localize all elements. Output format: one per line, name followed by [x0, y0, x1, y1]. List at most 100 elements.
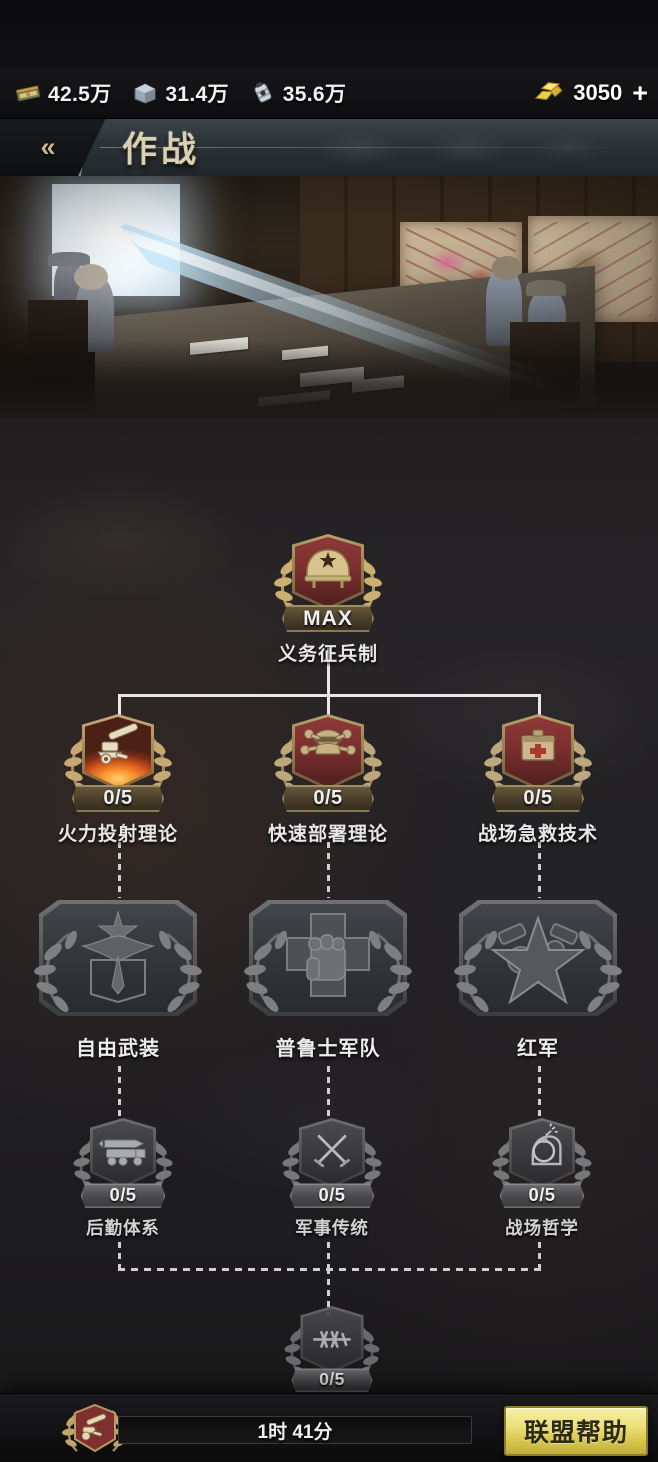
iron-fist-cross-emblem-icon [267, 902, 389, 1006]
node-level-text: 0/5 [319, 1370, 345, 1390]
node-level-text: 0/5 [523, 787, 553, 809]
connector-trunk [327, 648, 330, 696]
node-badge: 0/5 [268, 714, 388, 812]
tech-node-logistics[interactable]: 0/5 后勤体系 [68, 1118, 178, 1239]
resource-oil[interactable]: 35.6万 [249, 78, 346, 108]
medkit-icon [502, 720, 574, 776]
node-level-ribbon: 0/5 [289, 1183, 375, 1209]
title-ornament [238, 118, 658, 176]
node-badge: 0/5 [279, 1306, 385, 1393]
connector-dashed-left-2 [118, 1066, 121, 1124]
node-badge: 0/5 [478, 714, 598, 812]
tech-node-battlefield-philosophy[interactable]: 0/5 战场哲学 [487, 1118, 597, 1239]
tech-node-free-armed[interactable]: 自由武装 [23, 896, 213, 1061]
node-level-text: 0/5 [103, 787, 133, 809]
node-badge: 0/5 [58, 714, 178, 812]
laurel-wreath-grey [233, 922, 423, 1018]
connector-dashed-right [538, 842, 541, 898]
node-label: 战场急救技术 [478, 824, 599, 845]
connector-branch-right [538, 694, 541, 716]
resource-group: 42.5万 31.4万 [14, 68, 346, 118]
node-level-ribbon: 0/5 [492, 785, 584, 812]
red-star-emblem-icon [477, 902, 599, 1006]
connector-branch-mid [327, 694, 330, 716]
artillery-cannon-icon [82, 718, 154, 774]
connector-dashed-right-2 [538, 1066, 541, 1124]
connector-dashed-mid-3 [327, 1242, 330, 1270]
laurel-wreath-grey [23, 922, 213, 1018]
laurel-wreath-grey [443, 922, 633, 1018]
node-badge: 0/5 [277, 1118, 387, 1209]
node-label: 战场哲学 [505, 1219, 579, 1239]
cash-stack-icon [14, 81, 42, 105]
node-badge: 0/5 [487, 1118, 597, 1209]
resource-bar: 42.5万 31.4万 [0, 68, 658, 119]
connector-dashed-down [327, 1268, 330, 1316]
tech-node-military-tradition[interactable]: 0/5 军事传统 [277, 1118, 387, 1239]
node-label: 红军 [517, 1038, 559, 1060]
resource-oil-value: 35.6万 [282, 83, 347, 106]
tech-node-barbed-wire[interactable]: 0/5 [279, 1306, 385, 1393]
head-bomb-icon [509, 1123, 575, 1176]
resource-steel[interactable]: 31.4万 [131, 78, 228, 108]
tech-node-conscription[interactable]: MAX 义务征兵制 [268, 534, 388, 666]
faction-plaque [233, 896, 423, 1028]
node-level-text: MAX [303, 606, 353, 630]
node-level-ribbon: 0/5 [499, 1183, 585, 1209]
node-level-text: 0/5 [313, 787, 343, 809]
helmet-star-icon [292, 540, 364, 596]
node-shield [298, 1118, 366, 1188]
research-timer-text: 1时 41分 [257, 1421, 333, 1443]
faction-plaque [443, 896, 633, 1028]
node-label: 火力投射理论 [58, 824, 179, 845]
oil-barrel-icon [249, 81, 277, 105]
bottom-bar: 1时 41分 联盟帮助 [0, 1393, 658, 1462]
node-label: 军事传统 [295, 1219, 369, 1239]
node-label: 义务征兵制 [277, 644, 378, 665]
alliance-help-button[interactable]: 联盟帮助 [504, 1406, 648, 1456]
node-shield-inner [511, 1120, 573, 1186]
node-level-ribbon: 0/5 [80, 1183, 166, 1209]
faction-plaque [23, 896, 213, 1028]
add-gold-button[interactable]: + [632, 77, 648, 108]
crossed-swords-icon [299, 1124, 365, 1176]
connector-dashed-left-3 [118, 1242, 121, 1270]
barbed-wire-icon [300, 1313, 363, 1362]
tech-node-firepower[interactable]: 0/5 火力投射理论 [58, 714, 178, 846]
node-label: 自由武装 [76, 1038, 160, 1060]
node-label: 后勤体系 [86, 1219, 160, 1239]
connector-branch-left [118, 694, 121, 716]
node-level-text: 0/5 [528, 1185, 556, 1206]
connector-dashed-left [118, 842, 121, 898]
connector-dashed-right-3 [538, 1242, 541, 1270]
title-background [0, 118, 658, 176]
node-level-text: 0/5 [109, 1185, 137, 1206]
page-title: 作战 [122, 130, 201, 170]
resource-cash[interactable]: 42.5万 [14, 78, 111, 108]
war-room-illustration [0, 172, 658, 420]
node-label: 快速部署理论 [268, 824, 389, 845]
research-progress-bar[interactable]: 1时 41分 [118, 1416, 472, 1444]
title-bar: « 作战 [0, 118, 658, 176]
resource-cash-value: 42.5万 [48, 83, 112, 106]
steel-block-icon [131, 81, 159, 105]
node-badge: MAX [268, 534, 388, 632]
tech-node-red-army[interactable]: 红军 [443, 896, 633, 1061]
node-level-ribbon: 0/5 [291, 1368, 373, 1393]
node-badge: 0/5 [68, 1118, 178, 1209]
node-level-ribbon: MAX [282, 605, 374, 632]
officer-gears-icon [292, 718, 364, 774]
eagle-star-emblem-icon [57, 902, 179, 1006]
node-level-ribbon: 0/5 [72, 785, 164, 812]
tech-node-first-aid[interactable]: 0/5 战场急救技术 [478, 714, 598, 846]
node-label: 普鲁士军队 [275, 1038, 381, 1060]
node-level-text: 0/5 [318, 1185, 346, 1206]
gold-group[interactable]: 3050 + [531, 68, 648, 118]
status-bar [0, 0, 658, 68]
tech-node-rapid-deploy[interactable]: 0/5 快速部署理论 [268, 714, 388, 846]
alliance-help-label: 联盟帮助 [523, 1419, 628, 1447]
node-shield-inner [301, 1120, 363, 1186]
tech-node-prussian-army[interactable]: 普鲁士军队 [233, 896, 423, 1061]
connector-dashed-mid-2 [327, 1066, 330, 1124]
